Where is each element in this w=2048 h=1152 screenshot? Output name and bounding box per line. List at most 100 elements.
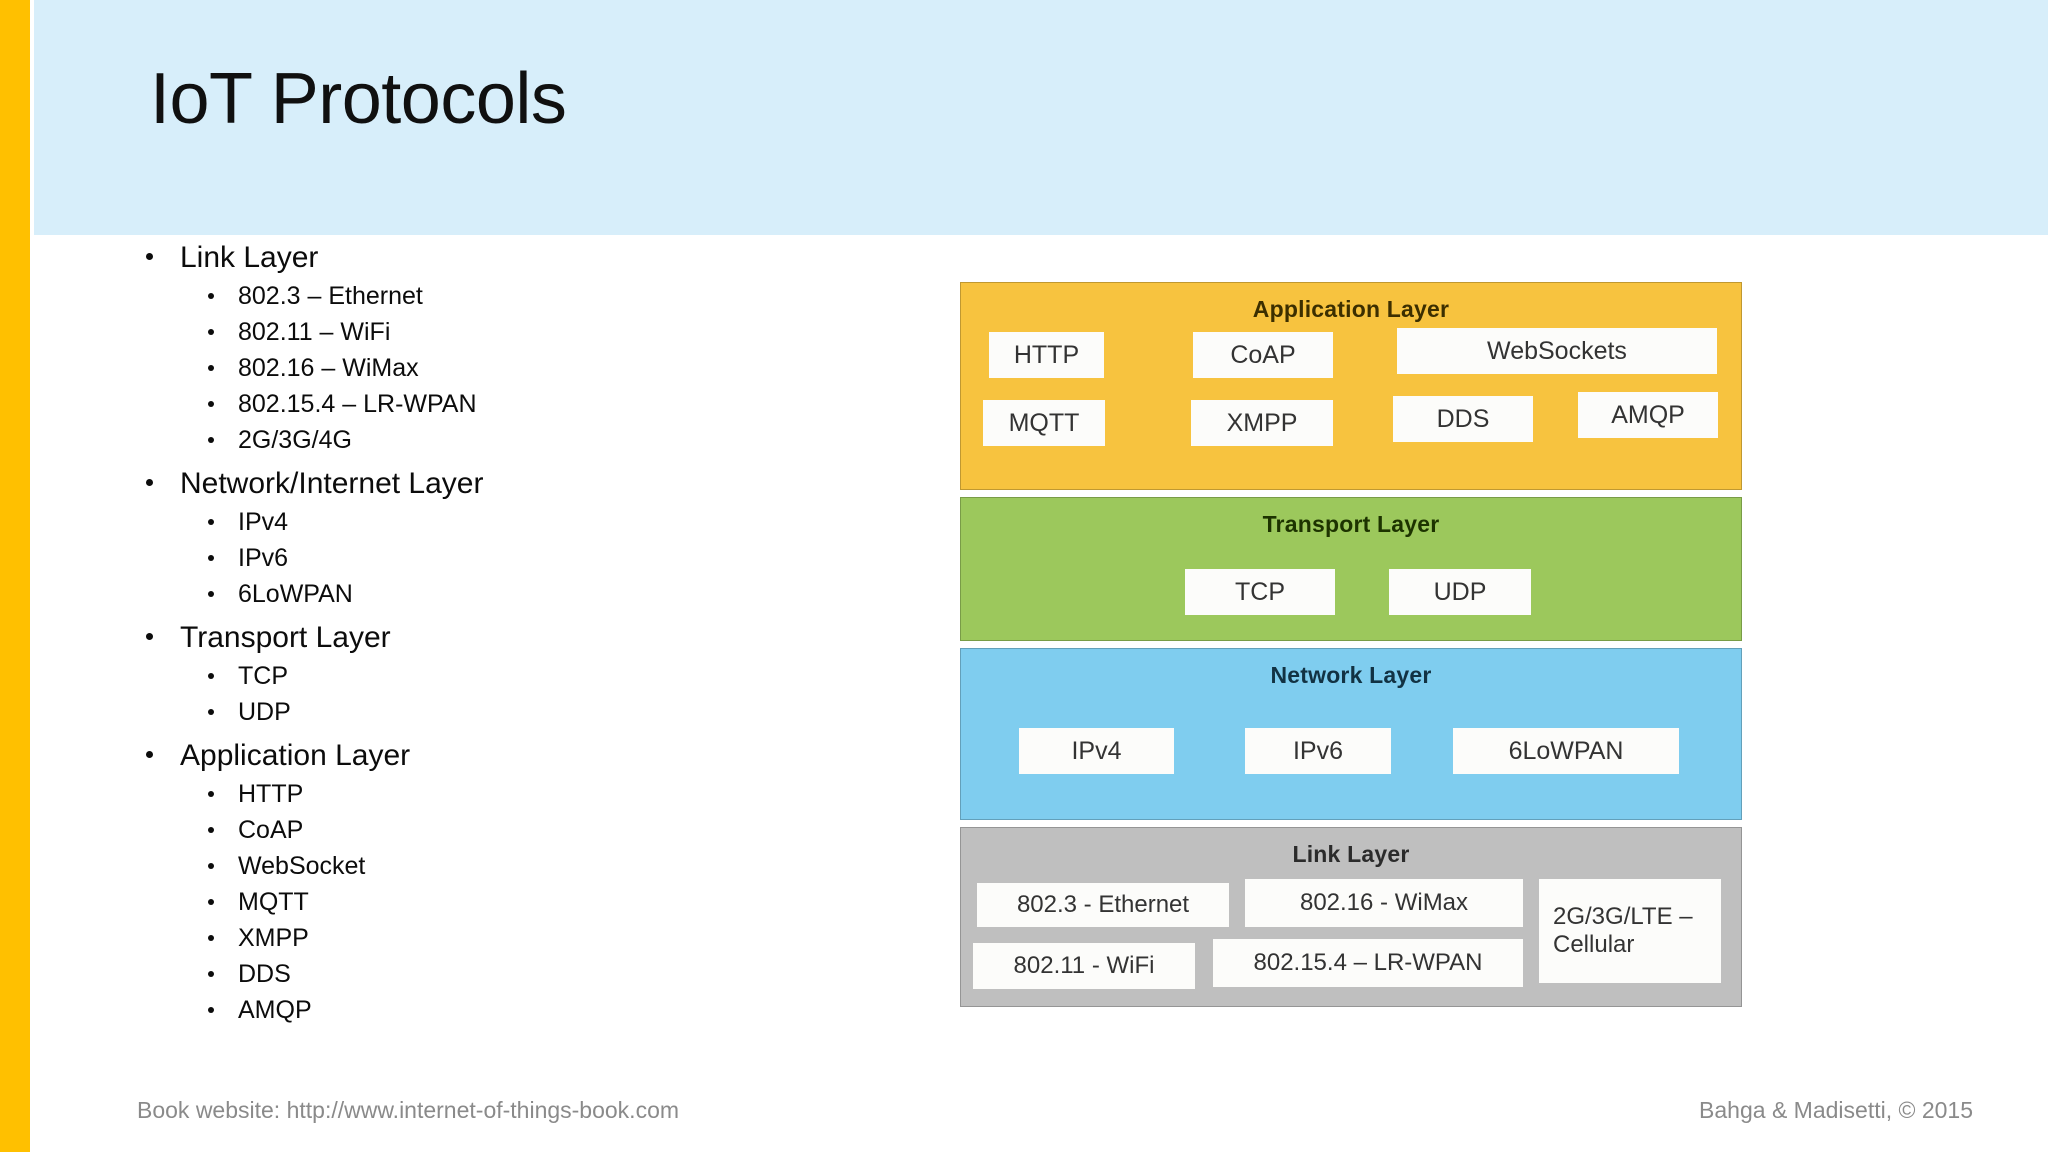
outline-subitem: IPv6 xyxy=(128,546,928,571)
outline-subitem: CoAP xyxy=(128,818,928,843)
bullet-dot-icon xyxy=(208,437,214,443)
outline-group-transport-layer: Transport Layer TCP UDP xyxy=(128,623,928,725)
bullet-dot-icon xyxy=(208,519,214,525)
outline-item-application-layer: Application Layer xyxy=(128,741,928,771)
outline-item-network-layer: Network/Internet Layer xyxy=(128,469,928,499)
layer-title: Network Layer xyxy=(1270,662,1432,688)
left-accent-bar xyxy=(0,0,30,1152)
outline-label: Link Layer xyxy=(180,241,319,274)
outline-sublabel: HTTP xyxy=(238,780,304,808)
layer-title: Link Layer xyxy=(1292,841,1410,867)
bullet-dot-icon xyxy=(208,293,214,299)
outline-subitem: 802.16 – WiMax xyxy=(128,356,928,381)
chip-http: HTTP xyxy=(989,332,1104,378)
outline-sublabel: TCP xyxy=(238,662,288,690)
outline-sublabel: 802.15.4 – LR-WPAN xyxy=(238,390,477,418)
outline-sublabel: 802.11 – WiFi xyxy=(238,318,391,346)
outline-subitem: 802.11 – WiFi xyxy=(128,320,928,345)
chip-dds: DDS xyxy=(1393,396,1533,442)
outline-item-link-layer: Link Layer xyxy=(128,243,928,273)
outline-sublabel: IPv6 xyxy=(238,544,289,572)
chip-amqp: AMQP xyxy=(1578,392,1718,438)
outline-subitem: MQTT xyxy=(128,890,928,915)
chip-coap: CoAP xyxy=(1193,332,1333,378)
bullet-dot-icon xyxy=(146,253,153,261)
diagram-layer-transport: Transport Layer TCP UDP xyxy=(960,497,1742,641)
chip-websockets: WebSockets xyxy=(1397,328,1717,374)
diagram-layer-network: Network Layer IPv4 IPv6 6LoWPAN xyxy=(960,648,1742,820)
outline-subitem: TCP xyxy=(128,664,928,689)
chip-mqtt: MQTT xyxy=(983,400,1105,446)
chip-tcp: TCP xyxy=(1185,569,1335,615)
outline-subitem: UDP xyxy=(128,700,928,725)
outline-sublabel: 802.16 – WiMax xyxy=(238,354,419,382)
outline-sublabel: MQTT xyxy=(238,888,309,916)
outline-sublabel: IPv4 xyxy=(238,508,289,536)
bullet-dot-icon xyxy=(208,365,214,371)
outline-sublabel: 802.3 – Ethernet xyxy=(238,282,423,310)
outline-sublabel: UDP xyxy=(238,698,291,726)
outline-sublabel: DDS xyxy=(238,960,291,988)
diagram-layer-application: Application Layer HTTP CoAP WebSockets M… xyxy=(960,282,1742,490)
layer-chip-area: 802.3 - Ethernet 802.16 - WiMax 2G/3G/LT… xyxy=(961,873,1741,1005)
outline-subitem: AMQP xyxy=(128,998,928,1023)
bullet-dot-icon xyxy=(208,935,214,941)
bullet-dot-icon xyxy=(208,673,214,679)
outline-label: Transport Layer xyxy=(180,621,391,654)
outline-label: Application Layer xyxy=(180,739,411,772)
chip-802-11-wifi: 802.11 - WiFi xyxy=(973,943,1195,989)
outline-list: Link Layer 802.3 – Ethernet 802.11 – WiF… xyxy=(128,243,928,1023)
diagram-layer-link: Link Layer 802.3 - Ethernet 802.16 - WiM… xyxy=(960,827,1742,1007)
outline-subitem: IPv4 xyxy=(128,510,928,535)
bullet-dot-icon xyxy=(208,899,214,905)
chip-802-3-ethernet: 802.3 - Ethernet xyxy=(977,883,1229,927)
outline-sublabel: WebSocket xyxy=(238,852,366,880)
bullet-dot-icon xyxy=(146,479,153,487)
outline-subitem: 2G/3G/4G xyxy=(128,428,928,453)
footer-book-website: Book website: http://www.internet-of-thi… xyxy=(137,1097,680,1123)
chip-cellular: 2G/3G/LTE – Cellular xyxy=(1539,879,1721,983)
outline-subitem: XMPP xyxy=(128,926,928,951)
accent-bar-gap xyxy=(30,0,34,1152)
chip-udp: UDP xyxy=(1389,569,1531,615)
outline-sublabel: AMQP xyxy=(238,996,312,1024)
layer-title: Application Layer xyxy=(1252,296,1450,322)
outline-item-transport-layer: Transport Layer xyxy=(128,623,928,653)
outline-subitem: WebSocket xyxy=(128,854,928,879)
bullet-dot-icon xyxy=(208,329,214,335)
bullet-dot-icon xyxy=(208,401,214,407)
bullet-dot-icon xyxy=(208,827,214,833)
bullet-dot-icon xyxy=(208,971,214,977)
outline-subitem: 802.15.4 – LR-WPAN xyxy=(128,392,928,417)
chip-xmpp: XMPP xyxy=(1191,400,1333,446)
bullet-dot-icon xyxy=(146,633,153,641)
chip-802-15-4-lr-wpan: 802.15.4 – LR-WPAN xyxy=(1213,939,1523,987)
outline-sublabel: CoAP xyxy=(238,816,304,844)
chip-ipv4: IPv4 xyxy=(1019,728,1174,774)
outline-label: Network/Internet Layer xyxy=(180,467,484,500)
outline-sublabel: XMPP xyxy=(238,924,309,952)
protocol-stack-diagram: Application Layer HTTP CoAP WebSockets M… xyxy=(960,282,1742,1014)
chip-ipv6: IPv6 xyxy=(1245,728,1391,774)
bullet-dot-icon xyxy=(208,709,214,715)
layer-title: Transport Layer xyxy=(1262,511,1440,537)
page-title: IoT Protocols xyxy=(150,59,567,139)
layer-chip-area: IPv4 IPv6 6LoWPAN xyxy=(961,694,1741,818)
outline-group-application-layer: Application Layer HTTP CoAP WebSocket MQ… xyxy=(128,741,928,1023)
chip-6lowpan: 6LoWPAN xyxy=(1453,728,1679,774)
outline-subitem: 802.3 – Ethernet xyxy=(128,284,928,309)
chip-802-16-wimax: 802.16 - WiMax xyxy=(1245,879,1523,927)
bullet-dot-icon xyxy=(208,1007,214,1013)
outline-sublabel: 2G/3G/4G xyxy=(238,426,352,454)
outline-subitem: HTTP xyxy=(128,782,928,807)
layer-chip-area: TCP UDP xyxy=(961,543,1741,639)
bullet-dot-icon xyxy=(208,791,214,797)
bullet-dot-icon xyxy=(146,751,153,759)
footer-copyright: Bahga & Madisetti, © 2015 xyxy=(1699,1097,1973,1123)
bullet-dot-icon xyxy=(208,863,214,869)
outline-subitem: DDS xyxy=(128,962,928,987)
layer-chip-area: HTTP CoAP WebSockets MQTT XMPP DDS AMQP xyxy=(961,328,1741,474)
bullet-dot-icon xyxy=(208,591,214,597)
outline-group-network-layer: Network/Internet Layer IPv4 IPv6 6LoWPAN xyxy=(128,469,928,607)
